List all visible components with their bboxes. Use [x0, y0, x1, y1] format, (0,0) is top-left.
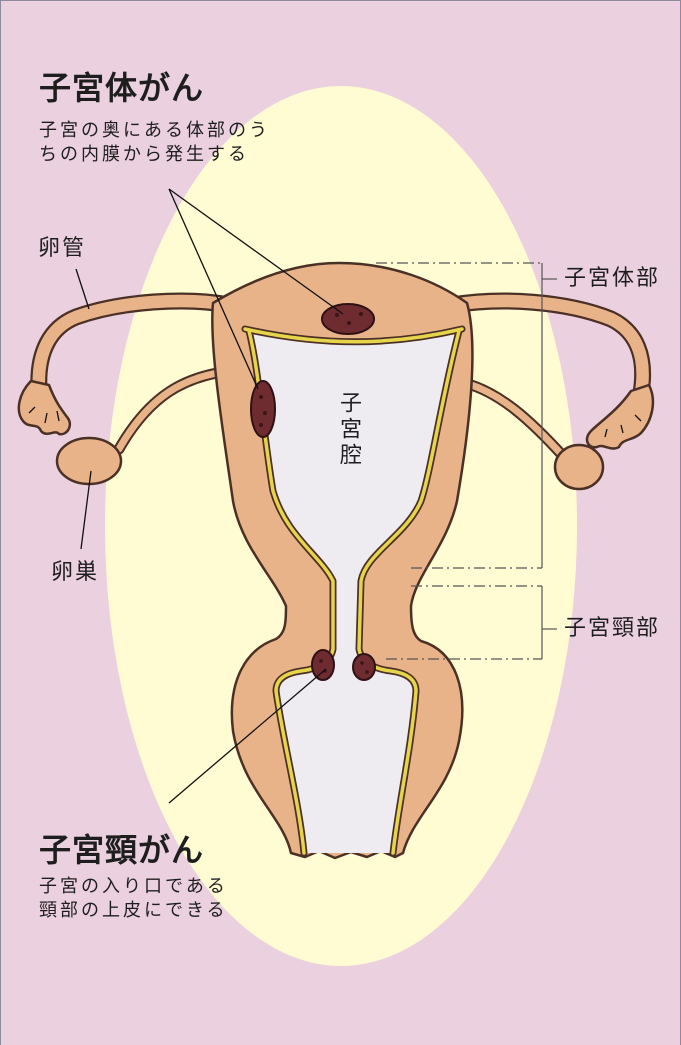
tumor-body-wall: [251, 381, 275, 437]
tumor-fundus: [322, 304, 374, 334]
uterine-cavity-label: 子宮腔: [337, 391, 359, 469]
tumor-cervix-right: [353, 654, 375, 680]
tumor-cervix-left: [312, 650, 334, 680]
cervix-label: 子宮頸部: [564, 618, 660, 640]
body-cancer-desc-line-1: 子宮の奥にある体部のう: [39, 122, 270, 140]
cervical-cancer-desc-line-2: 頸部の上皮にできる: [39, 902, 228, 920]
right-fimbriae: [587, 385, 653, 449]
right-ovary: [555, 445, 603, 489]
cervical-cancer-title: 子宮頸がん: [39, 834, 204, 866]
uterine-body-label: 子宮体部: [564, 268, 660, 290]
ovary-label: 卵巣: [51, 562, 99, 584]
body-cancer-desc-line-2: ちの内膜から発生する: [39, 146, 249, 164]
left-fimbriae: [19, 381, 70, 434]
cervical-cancer-desc-line-1: 子宮の入り口である: [39, 878, 228, 896]
fallopian-tube-label: 卵管: [38, 238, 86, 260]
body-cancer-title: 子宮体がん: [39, 72, 204, 104]
pointer-fallopian-tube: [76, 269, 89, 309]
left-ovary: [57, 438, 121, 484]
